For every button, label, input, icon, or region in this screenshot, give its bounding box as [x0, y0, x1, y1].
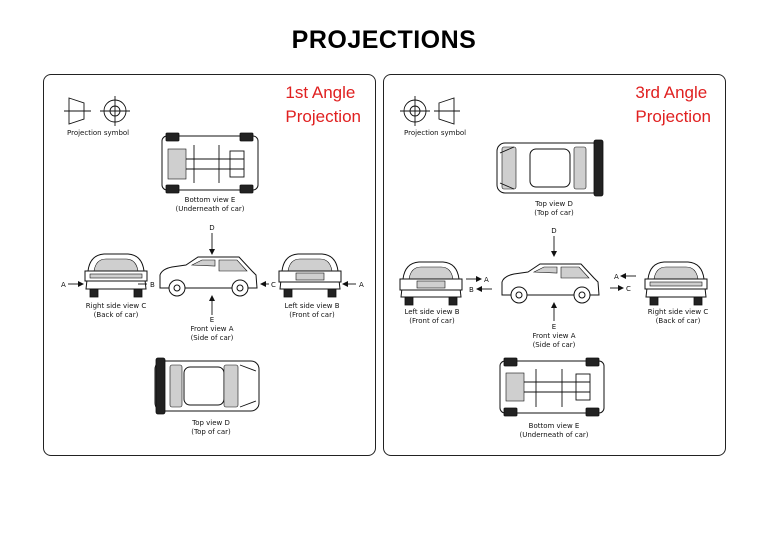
arrow-c-right-head: [618, 285, 624, 291]
arrow-e-label: E: [552, 323, 556, 331]
front-view-desc: (Side of car): [191, 334, 234, 342]
arrow-a-right-label: A: [614, 273, 619, 281]
arrow-b-left-label: B: [469, 286, 474, 294]
left-side-view-desc: (Front of car): [289, 311, 335, 319]
left-side-view-desc: (Front of car): [409, 317, 455, 325]
front-view-desc: (Side of car): [533, 341, 576, 349]
projection-symbol-icon: [400, 96, 460, 126]
arrow-b-left-head: [476, 286, 482, 292]
left-side-view-car: [399, 261, 463, 306]
top-view-car: [496, 139, 604, 197]
projection-symbol-label: Projection symbol: [67, 129, 129, 137]
bottom-view-car: [499, 357, 605, 417]
bottom-view-name: Bottom view E: [529, 422, 580, 430]
arrow-d-head: [209, 249, 215, 255]
bottom-view-desc: (Underneath of car): [520, 431, 589, 439]
third-angle-diagram: Projection symbol Top view D (Top of car…: [399, 96, 709, 439]
projection-symbol-label: Projection symbol: [404, 129, 466, 137]
arrow-c-label: C: [271, 281, 276, 289]
front-view-name: Front view A: [532, 332, 575, 340]
arrow-a-right-head: [342, 281, 348, 287]
top-view-car: [154, 357, 260, 415]
arrow-e-head: [551, 302, 557, 308]
front-view-car: [159, 256, 258, 297]
arrow-c-right-label: C: [626, 285, 631, 293]
third-angle-panel: 3rd Angle Projection Projection symbol T…: [383, 74, 726, 456]
arrow-a-left-label: A: [484, 276, 489, 284]
bottom-view-name: Bottom view E: [185, 196, 236, 204]
right-side-view-desc: (Back of car): [94, 311, 139, 319]
arrow-c-head: [260, 281, 266, 287]
third-angle-heading: 3rd Angle Projection: [635, 81, 711, 129]
front-view-car: [501, 263, 600, 304]
arrow-e-label: E: [210, 316, 214, 324]
arrow-e-head: [209, 295, 215, 301]
right-side-view-desc: (Back of car): [656, 317, 701, 325]
top-view-name: Top view D: [191, 419, 230, 427]
right-side-view-car: [84, 253, 148, 298]
right-side-view-name: Right side view C: [648, 308, 709, 316]
left-side-view-name: Left side view B: [284, 302, 339, 310]
arrow-a-left-label: A: [61, 281, 66, 289]
top-view-desc: (Top of car): [191, 428, 231, 436]
bottom-view-desc: (Underneath of car): [176, 205, 245, 213]
left-side-view-car: [278, 253, 342, 298]
top-view-desc: (Top of car): [534, 209, 574, 217]
page-title: PROJECTIONS: [291, 26, 477, 54]
arrow-d-label: D: [209, 224, 214, 232]
arrow-a-right-label: A: [359, 281, 364, 289]
projection-symbol-icon: [64, 96, 130, 126]
right-side-view-car: [644, 261, 708, 306]
first-angle-panel: 1st Angle Projection Projection symbol: [43, 74, 376, 456]
front-view-name: Front view A: [190, 325, 233, 333]
arrow-a-right-head: [620, 273, 626, 279]
arrow-b-left-label: B: [150, 281, 155, 289]
arrow-a-left-head: [78, 281, 84, 287]
arrow-d-label: D: [551, 227, 556, 235]
top-view-name: Top view D: [534, 200, 573, 208]
left-side-view-name: Left side view B: [404, 308, 459, 316]
first-angle-heading-line1: 1st Angle: [285, 83, 356, 102]
right-side-view-name: Right side view C: [86, 302, 147, 310]
bottom-view-car: [161, 132, 259, 194]
third-angle-heading-line1: 3rd Angle: [635, 83, 708, 102]
first-angle-heading-line2: Projection: [285, 107, 361, 126]
arrow-a-left-head: [476, 276, 482, 282]
arrow-d-head: [551, 251, 557, 257]
first-angle-diagram: Projection symbol Bottom view E (Underne…: [61, 96, 364, 436]
third-angle-heading-line2: Projection: [635, 107, 711, 126]
first-angle-heading: 1st Angle Projection: [285, 81, 361, 129]
